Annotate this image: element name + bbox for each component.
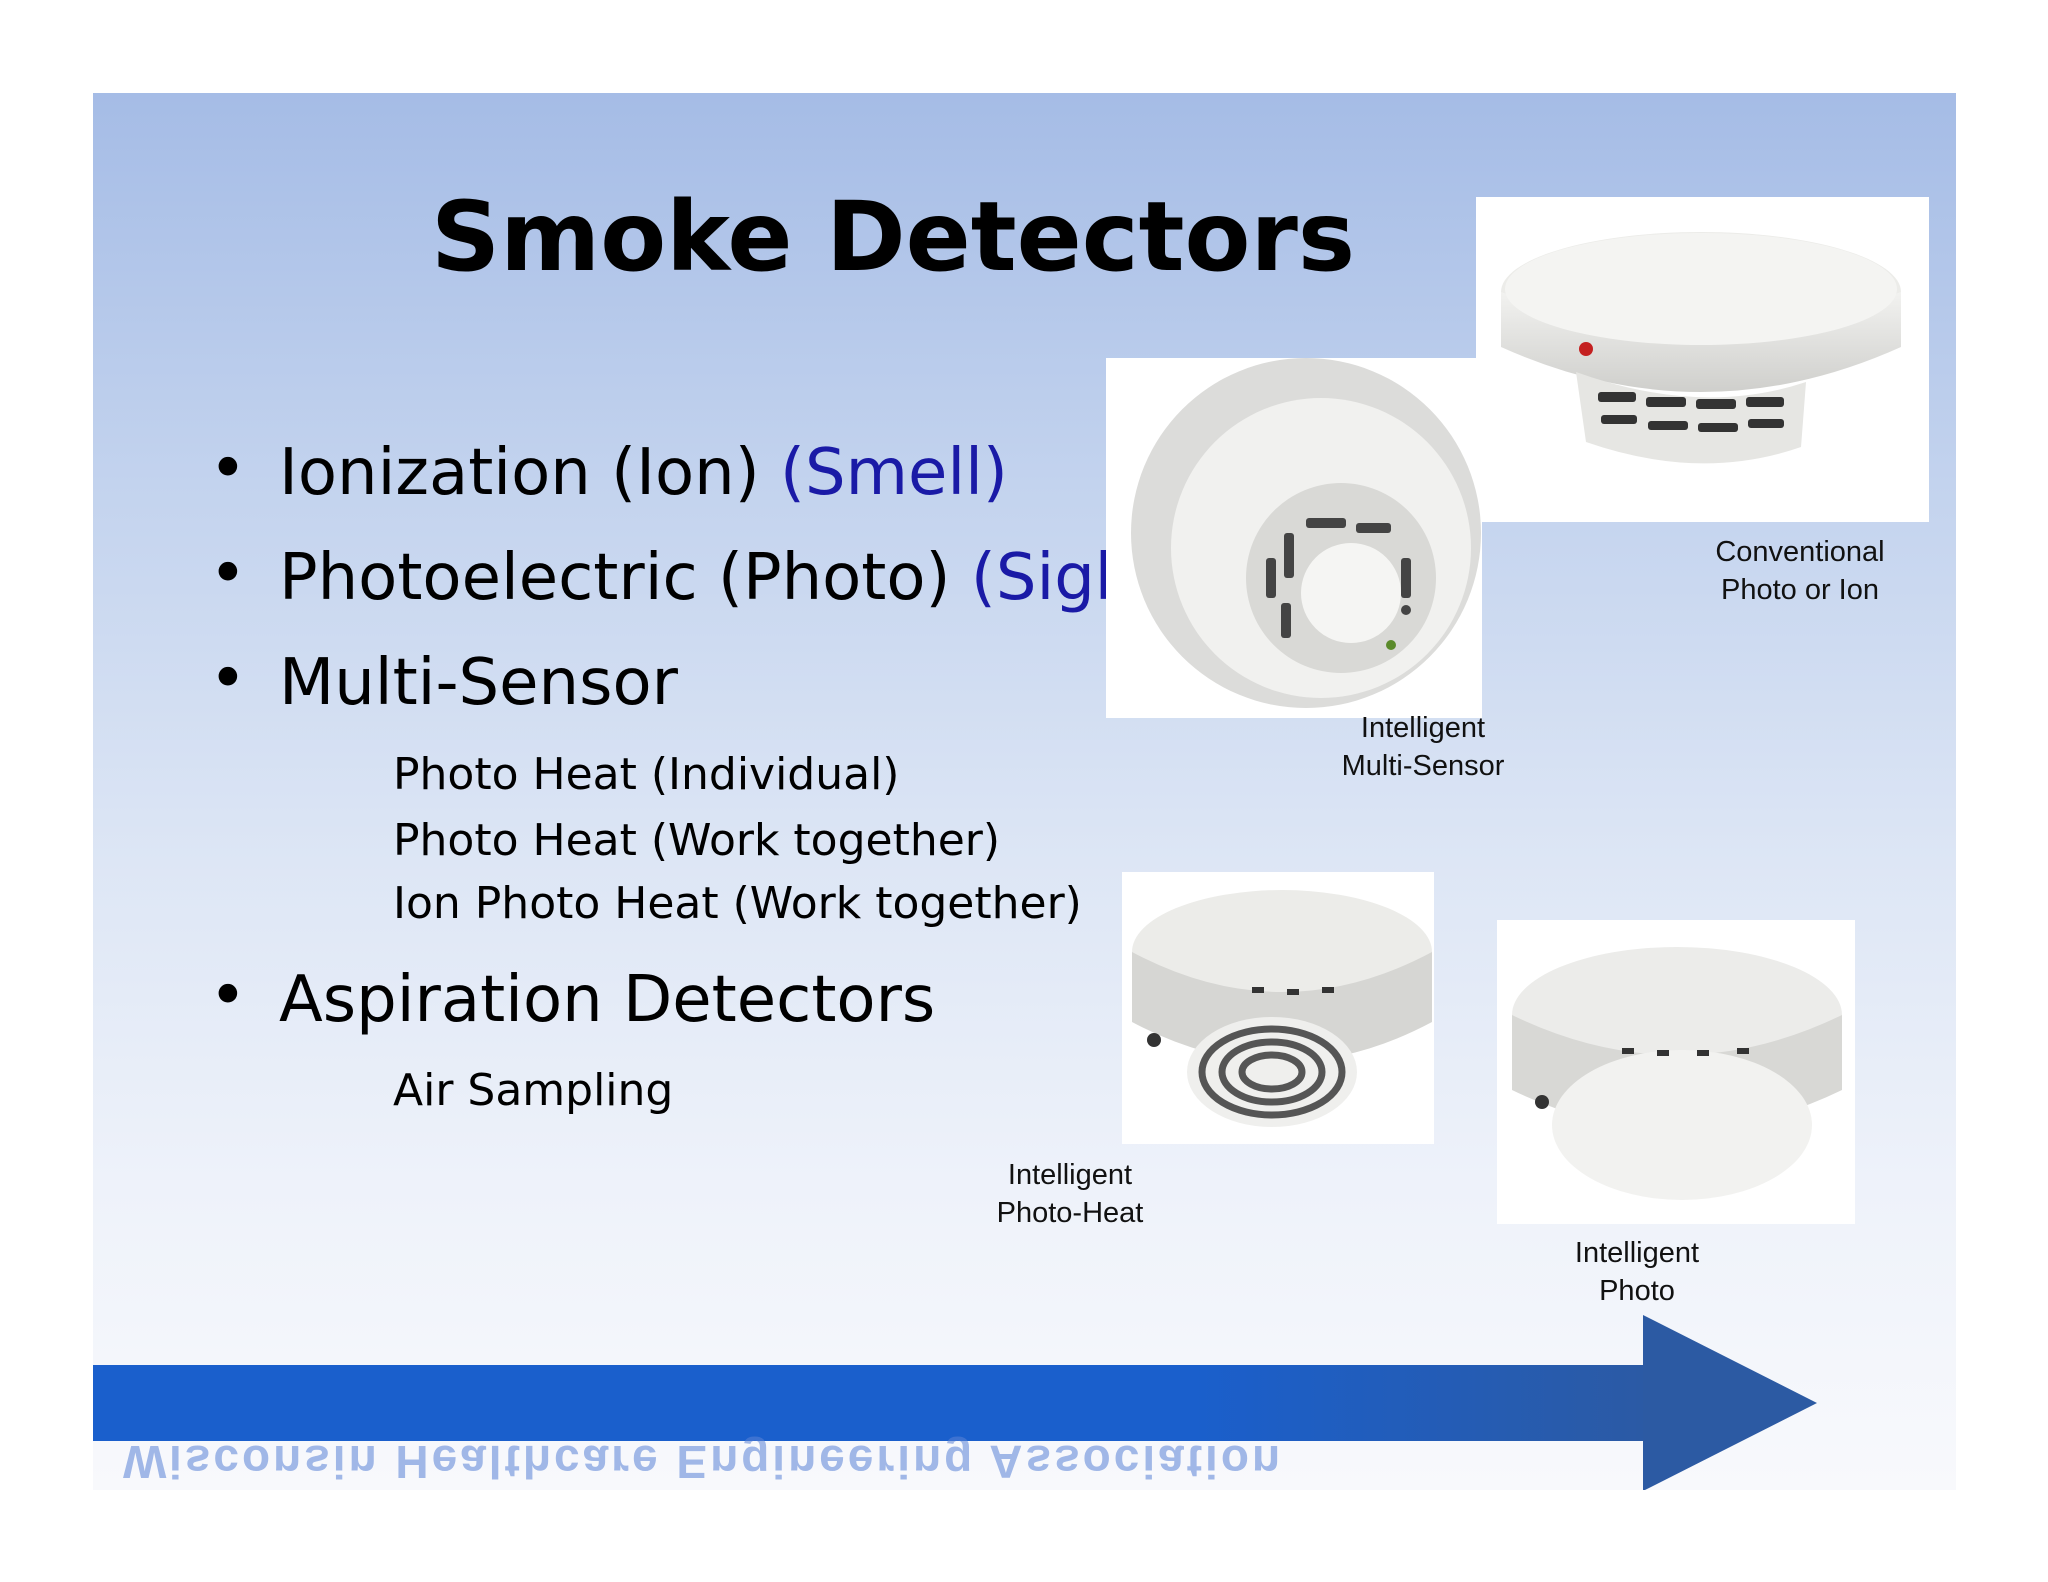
- bullet-aspiration: • Aspiration Detectors: [209, 959, 936, 1037]
- caption-line: Photo: [1599, 1275, 1675, 1307]
- photo-heat-detector-image: [1122, 872, 1434, 1144]
- sub-item-ion-photo-heat: Ion Photo Heat (Work together): [393, 878, 1082, 929]
- sub-item-air-sampling: Air Sampling: [393, 1065, 674, 1116]
- bullet-ionization: • Ionization (Ion) (Smell): [209, 432, 1008, 510]
- multi-sensor-detector-image: [1106, 358, 1482, 718]
- bullet-accent: (Smell): [780, 436, 1008, 510]
- caption-line: Photo or Ion: [1721, 574, 1879, 606]
- caption-line: Intelligent: [1360, 712, 1486, 744]
- photo-detector-image: [1497, 920, 1855, 1224]
- footer-watermark: Wisconsin Healthcare Engineering Associa…: [123, 1436, 1284, 1488]
- caption-line: Multi-Sensor: [1341, 750, 1505, 782]
- caption-photo-heat: Intelligent Photo-Heat: [970, 1156, 1170, 1232]
- bullet-multi-sensor: • Multi-Sensor: [209, 642, 678, 720]
- bullet-text: Photoelectric (Photo): [279, 541, 971, 615]
- bullet-photoelectric: • Photoelectric (Photo) (Sight): [209, 537, 1185, 615]
- sub-item-photo-heat-together: Photo Heat (Work together): [393, 815, 1001, 866]
- bullet-dot: •: [209, 642, 247, 716]
- caption-photo: Intelligent Photo: [1537, 1234, 1737, 1310]
- slide-title: Smoke Detectors: [431, 181, 1355, 293]
- caption-multi-sensor: Intelligent Multi-Sensor: [1323, 709, 1523, 785]
- sub-item-photo-heat-individual: Photo Heat (Individual): [393, 749, 900, 800]
- bullet-dot: •: [209, 959, 247, 1033]
- bullet-dot: •: [209, 432, 247, 506]
- caption-line: Photo-Heat: [996, 1197, 1144, 1229]
- bullet-text: Multi-Sensor: [279, 646, 678, 720]
- slide: Smoke Detectors • Ionization (Ion) (Smel…: [93, 93, 1956, 1490]
- conventional-detector-image: [1476, 197, 1929, 522]
- caption-line: Conventional: [1715, 536, 1885, 568]
- bullet-text: Ionization (Ion): [279, 436, 780, 510]
- caption-conventional: Conventional Photo or Ion: [1675, 533, 1925, 609]
- caption-line: Intelligent: [1007, 1159, 1133, 1191]
- bullet-text: Aspiration Detectors: [279, 963, 936, 1037]
- caption-line: Intelligent: [1574, 1237, 1700, 1269]
- bullet-dot: •: [209, 537, 247, 611]
- footer-arrow: [93, 1315, 1817, 1490]
